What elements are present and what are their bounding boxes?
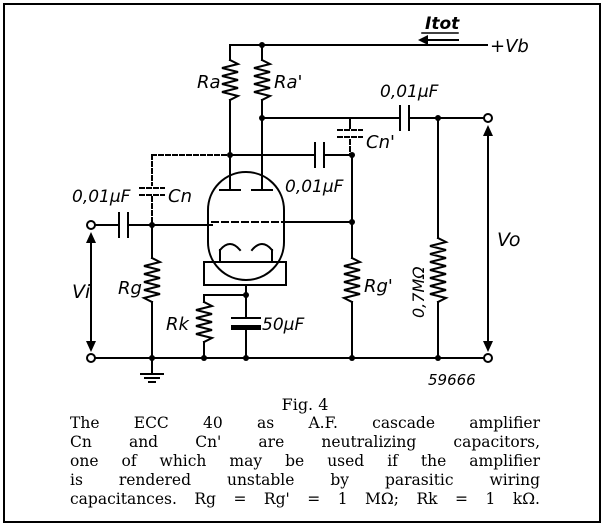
c-couple-label: 0,01μF — [285, 177, 344, 197]
vi-label: Vi — [72, 281, 91, 303]
caption-line-3: one of which may be used if the amplifie… — [70, 452, 540, 470]
junction — [227, 152, 233, 158]
itot-label: Itot — [425, 14, 460, 34]
c-in-label: 0,01μF — [72, 187, 131, 207]
caption-line-2: Cn and Cn' are neutralizing capacitors, — [70, 433, 540, 451]
figure-caption: Fig. 4 The ECC 40 as A.F. cascade amplif… — [70, 395, 540, 509]
junction — [349, 355, 355, 361]
cn-prime-label: Cn' — [366, 132, 395, 153]
junction — [259, 115, 265, 121]
vo-arrowhead-down — [483, 341, 493, 352]
ecc40-tube — [207, 171, 285, 281]
ra-prime-resistor — [253, 58, 273, 102]
junction — [349, 219, 355, 225]
caption-line-5: capacitances. Rg = Rg' = 1 MΩ; Rk = 1 kΩ… — [70, 490, 540, 508]
vi-arrowhead-down — [86, 341, 96, 352]
rg-label: Rg — [118, 278, 142, 299]
rk-resistor — [195, 300, 215, 344]
cn-label: Cn — [168, 186, 192, 207]
junction — [349, 152, 355, 158]
junction — [435, 355, 441, 361]
caption-line-1: The ECC 40 as A.F. cascade amplifier — [70, 414, 540, 432]
c-out-label: 0,01μF — [380, 82, 439, 102]
output-terminal — [483, 113, 493, 123]
ra-label: Ra — [197, 72, 221, 93]
vi-arrowhead-up — [86, 232, 96, 243]
cathode2 — [250, 243, 274, 252]
rg-prime-resistor — [341, 256, 363, 304]
junction — [435, 115, 441, 121]
output-ground-terminal — [483, 353, 493, 363]
junction — [243, 292, 249, 298]
vb-label: +Vb — [490, 36, 529, 57]
cathode1 — [218, 243, 242, 252]
junction — [259, 42, 265, 48]
cathode-common — [203, 261, 287, 286]
r-load-label: 0,7MΩ — [409, 266, 428, 318]
caption-line-4: is rendered unstable by parasitic wiring — [70, 471, 540, 489]
caption-fig-number: Fig. 4 — [281, 395, 329, 414]
vo-arrowhead-up — [483, 125, 493, 136]
vo-label: Vo — [497, 229, 521, 251]
ck-label: 50μF — [262, 315, 304, 335]
junction — [243, 355, 249, 361]
figure-ref-number: 59666 — [428, 371, 476, 389]
itot-arrowhead — [418, 35, 428, 45]
junction — [149, 222, 155, 228]
junction — [149, 355, 155, 361]
figure-frame — [3, 3, 601, 523]
rg-prime-label: Rg' — [364, 276, 393, 297]
input-terminal — [86, 220, 96, 230]
rg-resistor — [141, 256, 163, 304]
ck-plate-b — [231, 325, 261, 330]
circuit-schematic: Itot +Vb Ra Ra' 0,01μF Cn' 0,01μF 0,01μF… — [72, 14, 529, 389]
rk-label: Rk — [166, 314, 191, 335]
junction — [201, 355, 207, 361]
ra-resistor — [221, 58, 241, 102]
input-ground-terminal — [86, 353, 96, 363]
ra-prime-label: Ra' — [274, 72, 303, 93]
rl-resistor — [429, 236, 449, 304]
